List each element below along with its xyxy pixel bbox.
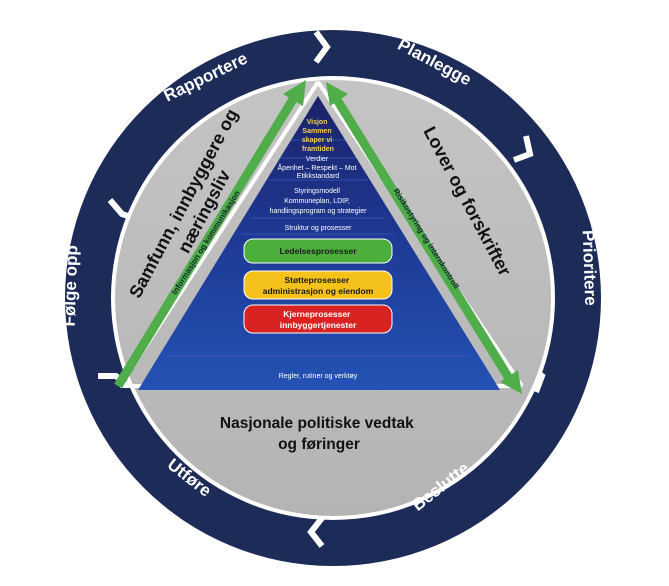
arrow-right <box>326 82 522 394</box>
segment-bottom-label: Nasjonale politiske vedtak og føringer <box>220 415 418 453</box>
pyramid-tier-lines <box>167 139 470 357</box>
box-ledelse <box>243 238 393 264</box>
box-stotte <box>243 270 393 300</box>
box-kjerne <box>243 304 393 334</box>
ring-separators <box>98 30 546 548</box>
pyramid-structure: Struktur og prosesser <box>285 225 353 232</box>
box-stotte-label: Støtteprosesser administrasjon og eiendo… <box>263 275 374 296</box>
box-kjerne-label: Kjerneprosesser innbyggertjenester <box>280 309 357 330</box>
ring-step-prioritere: Prioritere <box>579 230 601 306</box>
pyramid-base: Regler, rutiner og verktøy <box>279 373 358 380</box>
ring-step-folge-opp: Følge opp <box>60 245 82 327</box>
pyramid-steering: Styringsmodell Kommuneplan, LDIP, handli… <box>270 188 368 215</box>
pyramid-values: Verdier Åpenhet – Respekt – Mot Etikksta… <box>278 156 359 180</box>
arrow-left <box>114 80 306 389</box>
box-ledelse-label: Ledelsesprosesser <box>279 246 357 256</box>
pyramid-vision: Visjon Sammen skaper vi framtiden <box>302 119 334 153</box>
